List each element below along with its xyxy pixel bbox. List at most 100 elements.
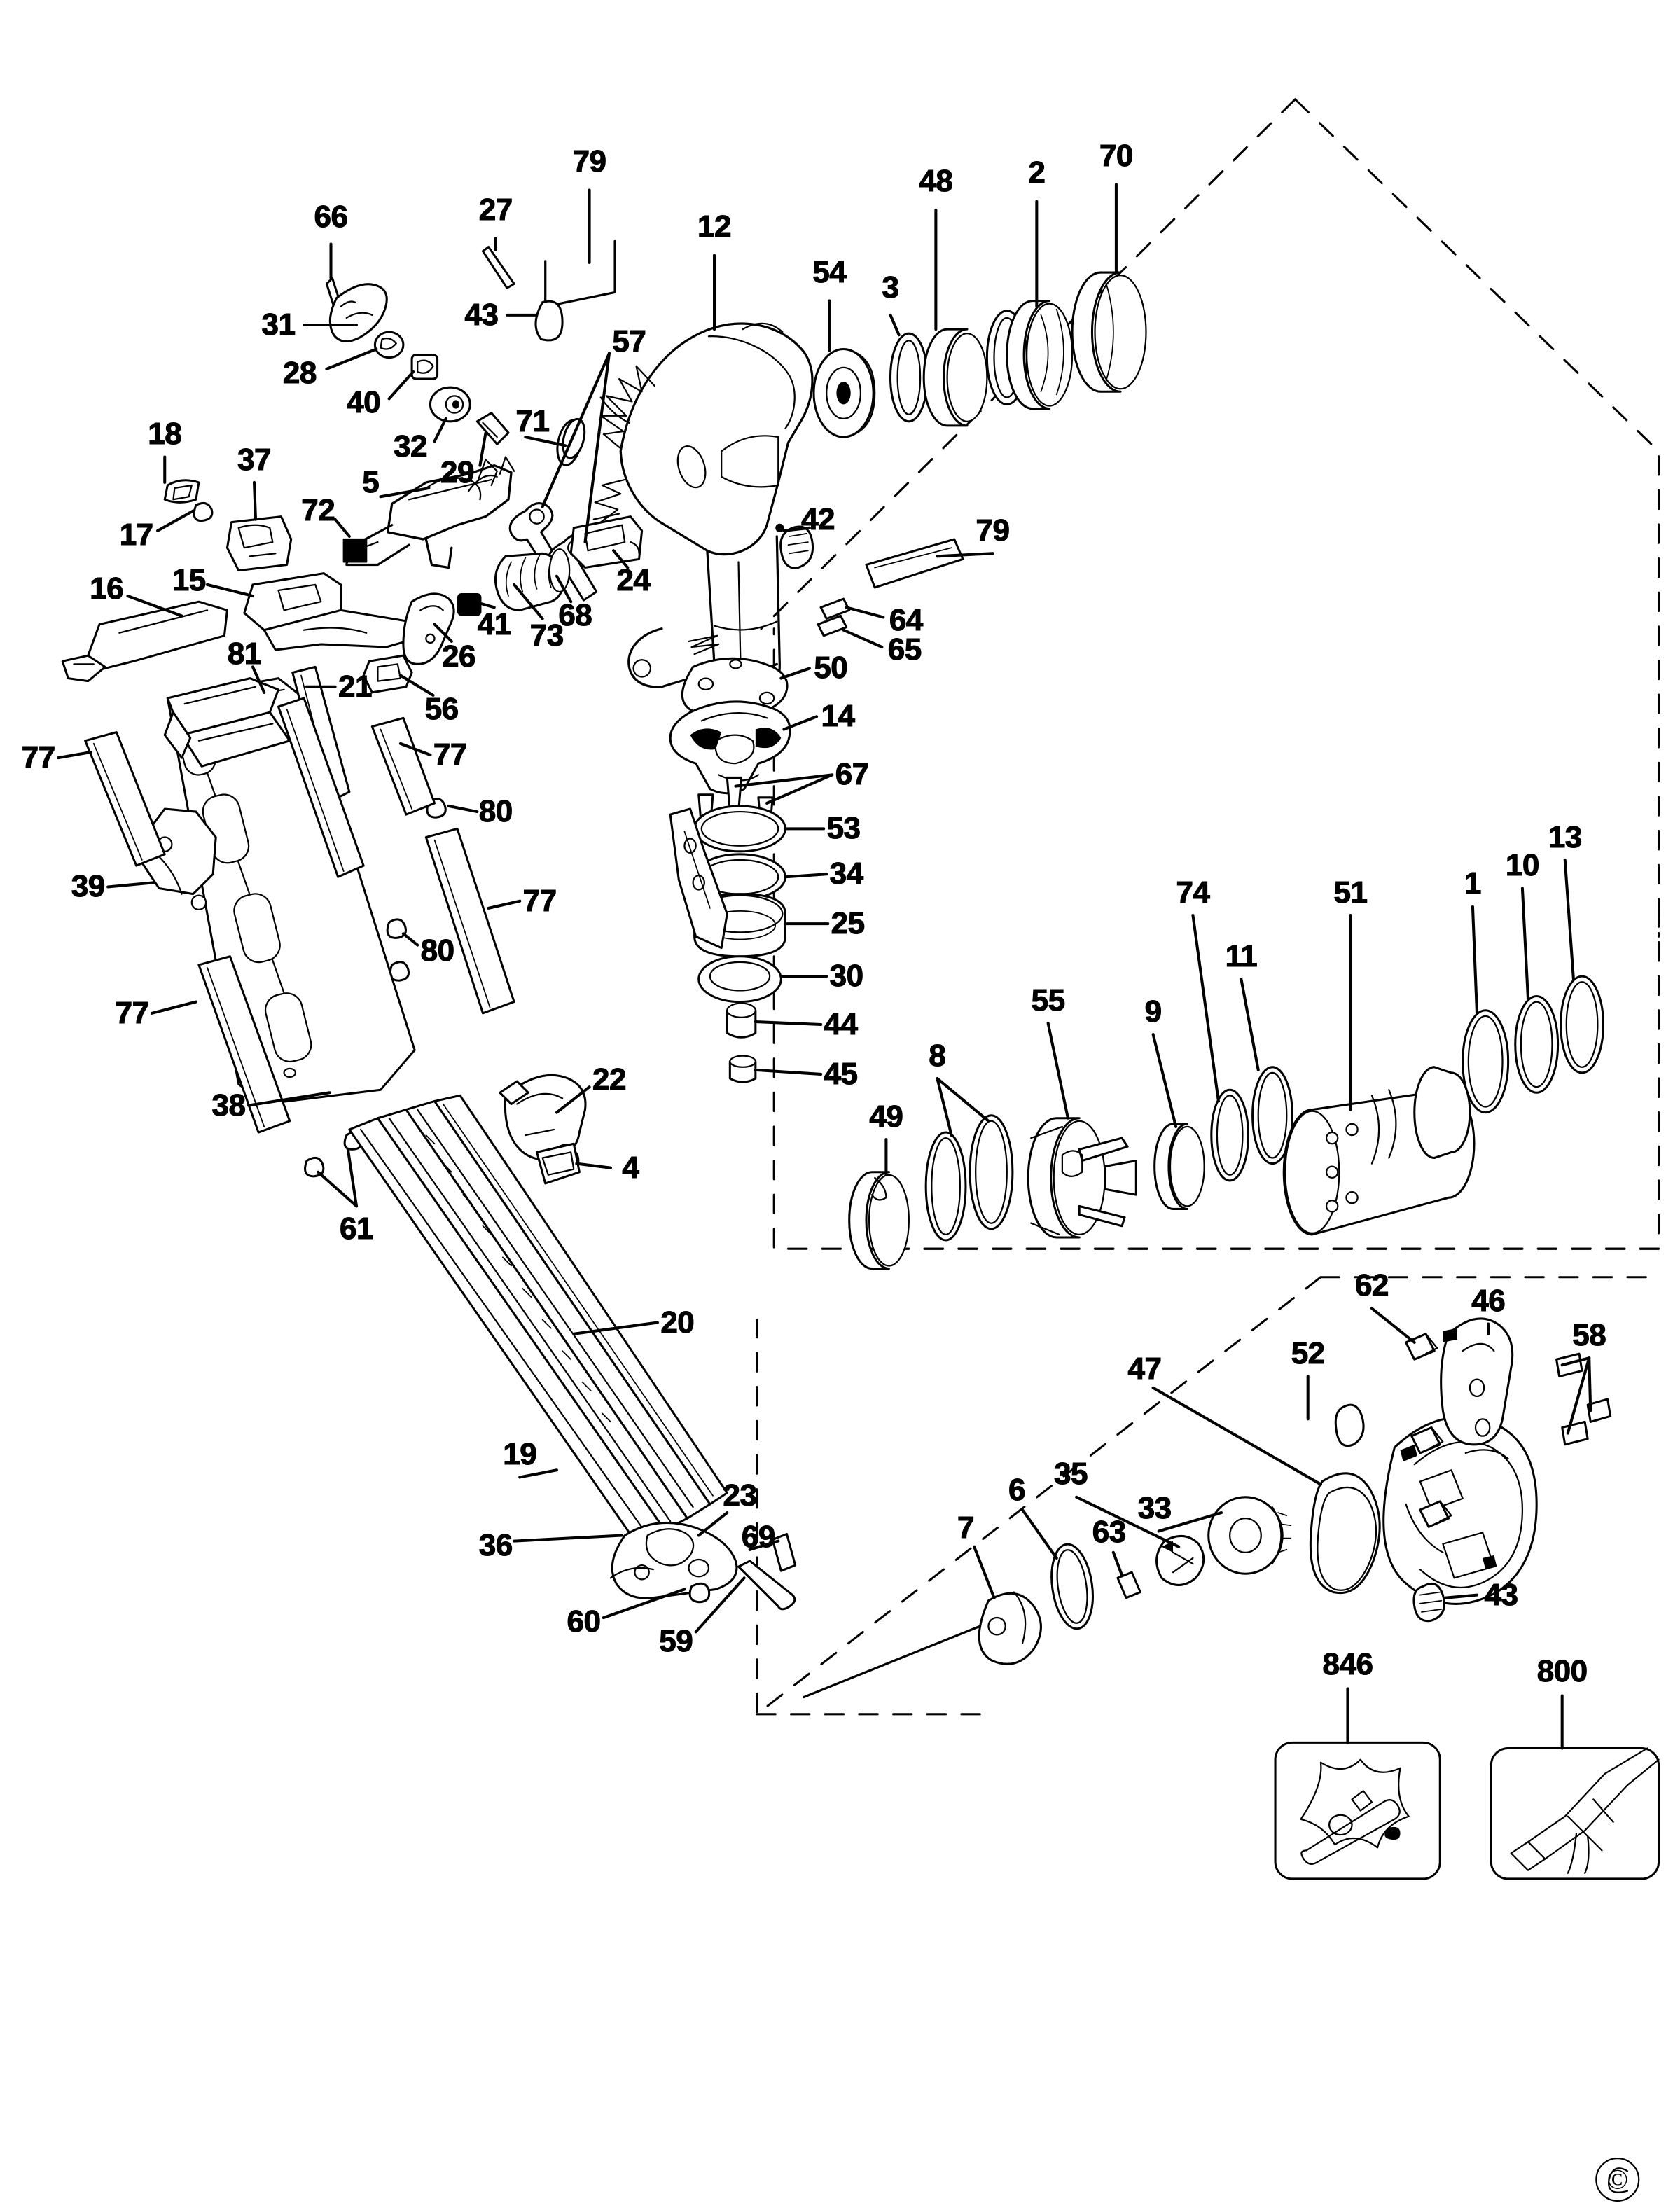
callout-51: 51 [1333, 875, 1368, 910]
callout-28: 28 [282, 355, 317, 390]
part-cylinder-51 [1282, 1066, 1476, 1236]
part-clip-64 [819, 597, 851, 620]
callout-74: 74 [1176, 875, 1211, 910]
part-piston-55 [1027, 1117, 1137, 1239]
callout-80: 80 [478, 794, 513, 829]
callout-16: 16 [90, 571, 125, 606]
part-pad-77-a [84, 731, 166, 867]
callout-14: 14 [821, 699, 856, 734]
part-cap-ring-2 [985, 300, 1074, 410]
callout-62: 62 [1354, 1268, 1389, 1303]
callout-77: 77 [115, 995, 150, 1030]
callout-3: 3 [882, 270, 900, 305]
part-gasket-47 [1309, 1403, 1381, 1595]
callout-23: 23 [723, 1478, 758, 1513]
part-oring-74 [1210, 1088, 1250, 1182]
part-nut-40 [410, 354, 439, 380]
callout-45: 45 [824, 1056, 859, 1091]
part-stem-7 [803, 1591, 1042, 1699]
part-endcap-23 [609, 1521, 738, 1599]
copyright-mark [1595, 2157, 1640, 2202]
callout-18: 18 [148, 417, 183, 452]
part-handle-16 [61, 600, 228, 683]
callout-38: 38 [211, 1088, 247, 1123]
callout-44: 44 [824, 1007, 859, 1042]
part-bushing-32 [429, 386, 471, 423]
part-bushing-41 [457, 593, 482, 616]
part-label-79-plate [865, 538, 964, 589]
part-pin-72 [342, 538, 368, 563]
part-bracket-79-top [544, 239, 616, 308]
part-rod-69 [771, 1532, 797, 1572]
callout-63: 63 [1092, 1515, 1127, 1550]
part-housing-12 [594, 322, 814, 708]
box-800 [1490, 1747, 1660, 1880]
leader-lines [57, 183, 1592, 1750]
callout-53: 53 [826, 811, 861, 846]
callout-42: 42 [801, 501, 836, 536]
part-clip-56 [362, 654, 413, 694]
callout-50: 50 [814, 651, 849, 686]
part-bumper-49 [848, 1171, 910, 1270]
part-wedge-43-top [534, 300, 564, 342]
callout-67: 67 [835, 757, 870, 792]
callout-36: 36 [478, 1527, 513, 1562]
callout-52: 52 [1291, 1336, 1326, 1371]
part-pad-77-b [370, 716, 436, 816]
callout-1: 1 [1464, 866, 1482, 901]
callout-73: 73 [529, 618, 564, 653]
callout-25: 25 [831, 906, 866, 941]
callout-40: 40 [347, 385, 382, 420]
group-boundary-cap-assembly [760, 98, 1660, 938]
callout-29: 29 [440, 454, 475, 489]
callout-66: 66 [314, 200, 349, 235]
callout-56: 56 [424, 692, 459, 727]
part-oring-8a [924, 1131, 967, 1242]
callout-21: 21 [338, 669, 373, 704]
callout-9: 9 [1144, 994, 1162, 1029]
copyright-symbol: © [1606, 2163, 1628, 2195]
part-cap-70 [1071, 271, 1147, 393]
part-gasket-50 [681, 657, 789, 720]
part-oring-10 [1514, 994, 1560, 1094]
part-oring-6 [1050, 1543, 1094, 1630]
part-clip-4 [536, 1142, 581, 1185]
callout-70: 70 [1099, 138, 1134, 173]
callout-20: 20 [660, 1305, 695, 1340]
callout-34: 34 [829, 856, 864, 891]
part-oring-13 [1560, 975, 1605, 1074]
callout-30: 30 [829, 959, 864, 994]
callout-11: 11 [1225, 938, 1258, 973]
part-cover-15 [243, 572, 427, 651]
part-clip-18 [163, 479, 200, 504]
callout-77: 77 [433, 737, 468, 772]
callout-54: 54 [812, 255, 847, 290]
callout-79: 79 [572, 144, 607, 179]
part-washer-33 [1207, 1496, 1292, 1575]
callout-46: 46 [1471, 1284, 1506, 1319]
callout-800: 800 [1536, 1654, 1588, 1689]
callout-33: 33 [1137, 1491, 1172, 1525]
part-oring-71b [562, 417, 586, 459]
part-lever-31 [328, 283, 388, 342]
part-screw-63 [1116, 1571, 1141, 1599]
callout-32: 32 [394, 429, 429, 464]
part-nut-28 [373, 331, 405, 359]
part-oring-3 [889, 332, 929, 423]
group-boundary-trigger-assembly [756, 907, 1660, 1716]
part-screw-62b [1410, 1426, 1444, 1454]
callout-49: 49 [869, 1099, 904, 1134]
callout-80: 80 [420, 933, 455, 968]
callout-12: 12 [697, 209, 733, 244]
part-oring-1 [1462, 1009, 1510, 1114]
part-oring-8b [969, 1114, 1014, 1230]
part-bracket-24 [569, 513, 644, 569]
callout-19: 19 [503, 1437, 538, 1471]
part-screw-62c [1419, 1500, 1452, 1528]
part-trigger-46 [1440, 1317, 1514, 1446]
part-pad-77-c [424, 827, 515, 1015]
part-collar-48 [922, 328, 988, 427]
part-clip-65 [817, 614, 848, 637]
part-oring-11 [1251, 1066, 1293, 1165]
